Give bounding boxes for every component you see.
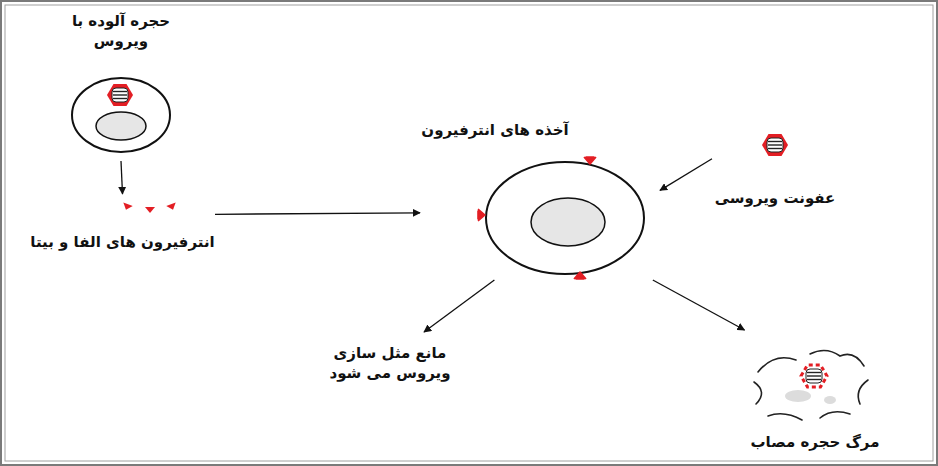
virus-icon — [107, 84, 133, 106]
virus-icon — [762, 134, 788, 156]
receptor-mark — [478, 209, 485, 221]
node-label: انترفیرون های الفا و بیتا — [30, 232, 215, 252]
cell-node: آخذه های انترفیرون — [420, 120, 660, 280]
virus-icon — [801, 365, 827, 387]
cell-nucleus — [531, 198, 605, 246]
receptor-mark — [574, 272, 586, 279]
node-label: حجره آلوده با ویروس — [63, 11, 179, 52]
cell-nucleus — [96, 112, 146, 140]
debris — [785, 390, 811, 402]
arrow-connector — [424, 280, 494, 332]
cell-node: حجره آلوده با ویروس — [55, 11, 187, 161]
cell-drawing — [420, 120, 660, 280]
interferon-mark — [121, 202, 132, 211]
cell-node: مرگ حجره مصاب — [740, 330, 890, 452]
node-label: عفونت ویروسی — [712, 188, 838, 208]
arrow-connector — [215, 213, 420, 215]
debris — [824, 396, 836, 404]
inner-border — [5, 5, 933, 461]
dead-cell — [754, 350, 868, 420]
cell-node: مانع مثل سازی ویروس می شود — [322, 332, 458, 394]
node-label: مانع مثل سازی ویروس می شود — [324, 343, 456, 384]
arrow-connector — [653, 280, 745, 330]
receptor-mark — [584, 157, 596, 164]
node-label: آخذه های انترفیرون — [420, 120, 570, 140]
cell-membrane — [72, 78, 170, 152]
interferon-mark — [166, 202, 177, 211]
arrow-connector — [121, 161, 123, 194]
interferon-mark — [145, 207, 155, 213]
arrow-connector — [660, 159, 712, 191]
cell-node: عفونت ویروسی — [712, 126, 838, 208]
cell-membrane — [486, 162, 644, 274]
node-label: مرگ حجره مصاب — [742, 432, 888, 452]
cell-node: انترفیرون های الفا و بیتا — [30, 194, 215, 252]
